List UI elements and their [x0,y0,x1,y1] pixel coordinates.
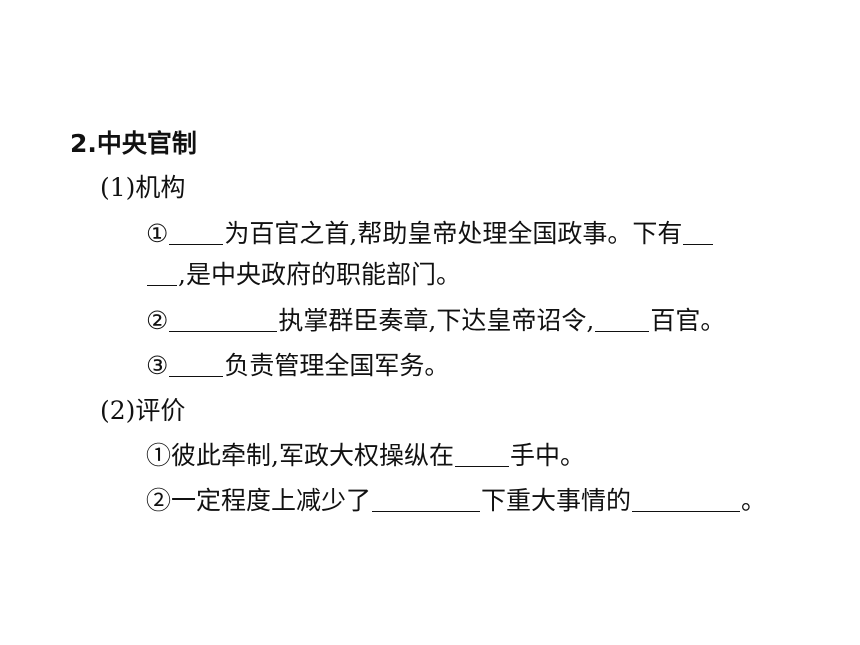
answer-blank [683,220,714,245]
answer-blank [595,307,650,332]
item-marker: ② [146,306,169,335]
answer-blank [169,352,224,377]
item-marker: ① [146,219,169,248]
part2-title: (2)评价 [100,396,186,425]
item-text: 彼此牵制,军政大权操纵在 [171,441,454,470]
item-text: ,是中央政府的职能部门。 [178,260,461,289]
item-marker: ① [146,441,172,470]
item-text: 手中。 [509,441,585,470]
answer-blank [147,261,177,286]
item-text: 百官。 [650,306,726,335]
item-marker: ② [146,486,172,515]
answer-blank [169,220,224,245]
item-text: 一定程度上减少了 [171,486,372,515]
item-text: 下重大事情的 [481,486,632,515]
part1-title: (1)机构 [100,173,186,202]
section-heading: 2.中央官制 [70,129,197,158]
part2-item1: ①彼此牵制,军政大权操纵在 手中。 [146,440,585,472]
item-text: 负责管理全国军务。 [224,351,450,380]
part1-item1-line2: ,是中央政府的职能部门。 [146,259,461,291]
item-text: 为百官之首,帮助皇帝处理全国政事。下有 [224,219,683,248]
part2-item2: ②一定程度上减少了 下重大事情的 。 [146,485,766,517]
part1-item2: ② 执掌群臣奏章,下达皇帝诏令, 百官。 [146,305,725,337]
item-marker: ③ [146,351,169,380]
answer-blank [454,442,509,467]
answer-blank [372,487,481,512]
answer-blank [169,307,278,332]
item-text: 。 [741,486,767,515]
part1-item1-line1: ① 为百官之首,帮助皇帝处理全国政事。下有 [146,218,714,250]
answer-blank [632,487,741,512]
part1-item3: ③ 负责管理全国军务。 [146,350,449,382]
item-text: 执掌群臣奏章,下达皇帝诏令, [278,306,595,335]
